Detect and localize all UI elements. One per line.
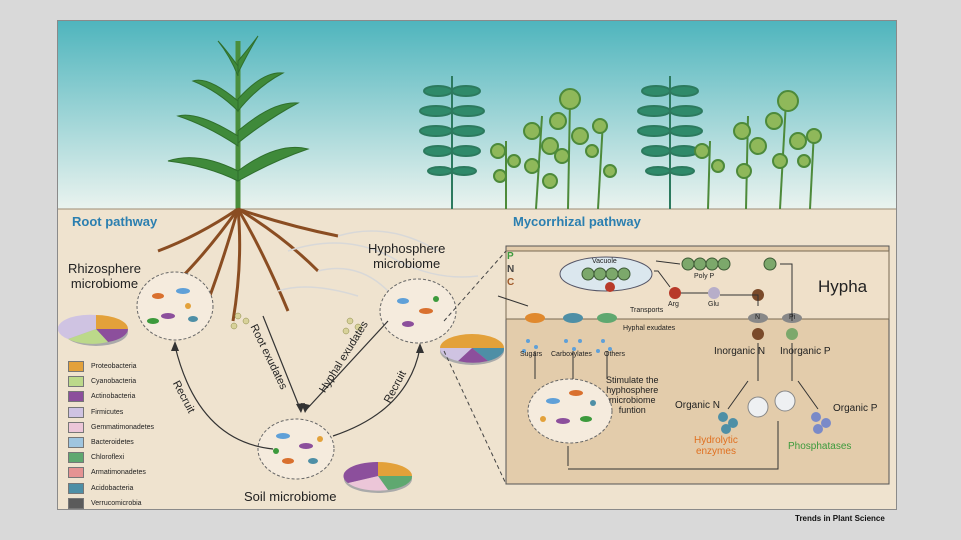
inorganic-n-label: Inorganic N xyxy=(714,346,766,357)
pi-mark: Pi xyxy=(789,314,796,321)
legend-item: Firmicutes xyxy=(68,405,154,420)
vacuole-label: Vacuole xyxy=(592,258,617,265)
hyphosphere-circle xyxy=(379,278,457,344)
legend-label: Proteobacteria xyxy=(91,363,137,371)
poly-p-label: Poly P xyxy=(694,273,715,280)
legend-item: Actinobacteria xyxy=(68,389,154,404)
sugars-label: Sugars xyxy=(520,351,543,358)
hypha-label: Hypha xyxy=(818,277,868,296)
hydrolytic-enzymes-label: Hydrolytic enzymes xyxy=(694,435,738,457)
journal-credit: Trends in Plant Science xyxy=(795,514,885,523)
rhizosphere-pie xyxy=(58,314,129,346)
recruit-right-arrow xyxy=(332,347,421,437)
organic-n-molecules xyxy=(718,412,738,434)
legend-swatch xyxy=(68,406,84,418)
c-label: C xyxy=(507,277,515,288)
legend-swatch xyxy=(68,482,84,494)
root-exudates-arrow xyxy=(262,315,302,412)
carboxylates-label: Carboxylates xyxy=(551,351,592,358)
legend-item: Verrucomicrobia xyxy=(68,496,154,509)
legend-item: Armatimonadetes xyxy=(68,465,154,480)
organic-p-molecules xyxy=(811,412,831,434)
n-label: N xyxy=(507,264,515,275)
p-label: P xyxy=(507,251,514,262)
leafy-plants-icon xyxy=(490,88,822,210)
rhizosphere-label: Rhizosphere microbiome xyxy=(68,261,141,291)
legend-swatch xyxy=(68,497,84,509)
phosphatases-label: Phosphatases xyxy=(788,441,852,452)
legend-item: Cyanobacteria xyxy=(68,374,154,389)
soil-microbiome-circle xyxy=(257,418,335,480)
legend-item: Acidobacteria xyxy=(68,481,154,496)
others-label: Others xyxy=(604,351,626,358)
rhizosphere-circle xyxy=(136,271,214,341)
legend-swatch xyxy=(68,361,84,373)
legend-item: Proteobacteria xyxy=(68,359,154,374)
legend-label: Acidobacteria xyxy=(91,484,134,492)
legend-label: Actinobacteria xyxy=(91,393,136,401)
hyphosphere-pie xyxy=(439,334,505,365)
legend-swatch xyxy=(68,437,84,449)
fern-plants-icon xyxy=(419,76,703,209)
n-mark: N xyxy=(755,314,761,321)
organic-p-label: Organic P xyxy=(833,403,878,414)
legend-label: Cyanobacteria xyxy=(91,378,137,386)
panel-microbe-circle xyxy=(527,378,613,444)
legend-label: Armatimonadetes xyxy=(91,469,146,477)
transporters xyxy=(525,313,802,323)
legend-swatch xyxy=(68,421,84,433)
transports-label: Transports xyxy=(630,307,664,314)
legend-item: Chloroflexi xyxy=(68,450,154,465)
hyphal-exudates-arrow xyxy=(304,320,389,412)
recruit-left-arrow xyxy=(174,345,274,450)
legend-swatch xyxy=(68,452,84,464)
hyphal-exudates-panel-label: Hyphal exudates xyxy=(623,325,676,332)
legend-label: Chloroflexi xyxy=(91,454,125,462)
mycorrhizal-pathway-title: Mycorrhizal pathway xyxy=(513,214,641,229)
legend-swatch xyxy=(68,391,84,403)
legend-swatch xyxy=(68,376,84,388)
arg-label: Arg xyxy=(668,301,679,308)
root-pathway-title: Root pathway xyxy=(72,214,158,229)
organic-n-label: Organic N xyxy=(675,400,721,411)
figure-art xyxy=(58,21,896,493)
inorganic-p-label: Inorganic P xyxy=(780,346,831,357)
legend-swatch xyxy=(68,467,84,479)
legend-label: Gemmatimonadetes xyxy=(91,423,155,431)
maize-plant-icon xyxy=(167,35,310,209)
legend-label: Bacteroidetes xyxy=(91,439,134,447)
hyphosphere-label: Hyphosphere microbiome xyxy=(368,241,446,271)
stimulate-label: Stimulate the hyphosphere microbiome fun… xyxy=(606,375,659,415)
legend-label: Firmicutes xyxy=(91,408,124,416)
root-system-icon xyxy=(157,207,339,322)
figure-frame: Root pathway Mycorrhizal pathway Rhizosp… xyxy=(57,20,897,510)
legend-label: Verrucomicrobia xyxy=(91,499,142,507)
legend-item: Gemmatimonadetes xyxy=(68,420,154,435)
soil-microbiome-label: Soil microbiome xyxy=(244,489,337,504)
soil-pie xyxy=(343,461,413,493)
legend-item: Bacteroidetes xyxy=(68,435,154,450)
poly-p-chain xyxy=(681,257,731,271)
glu-label: Glu xyxy=(708,301,719,308)
